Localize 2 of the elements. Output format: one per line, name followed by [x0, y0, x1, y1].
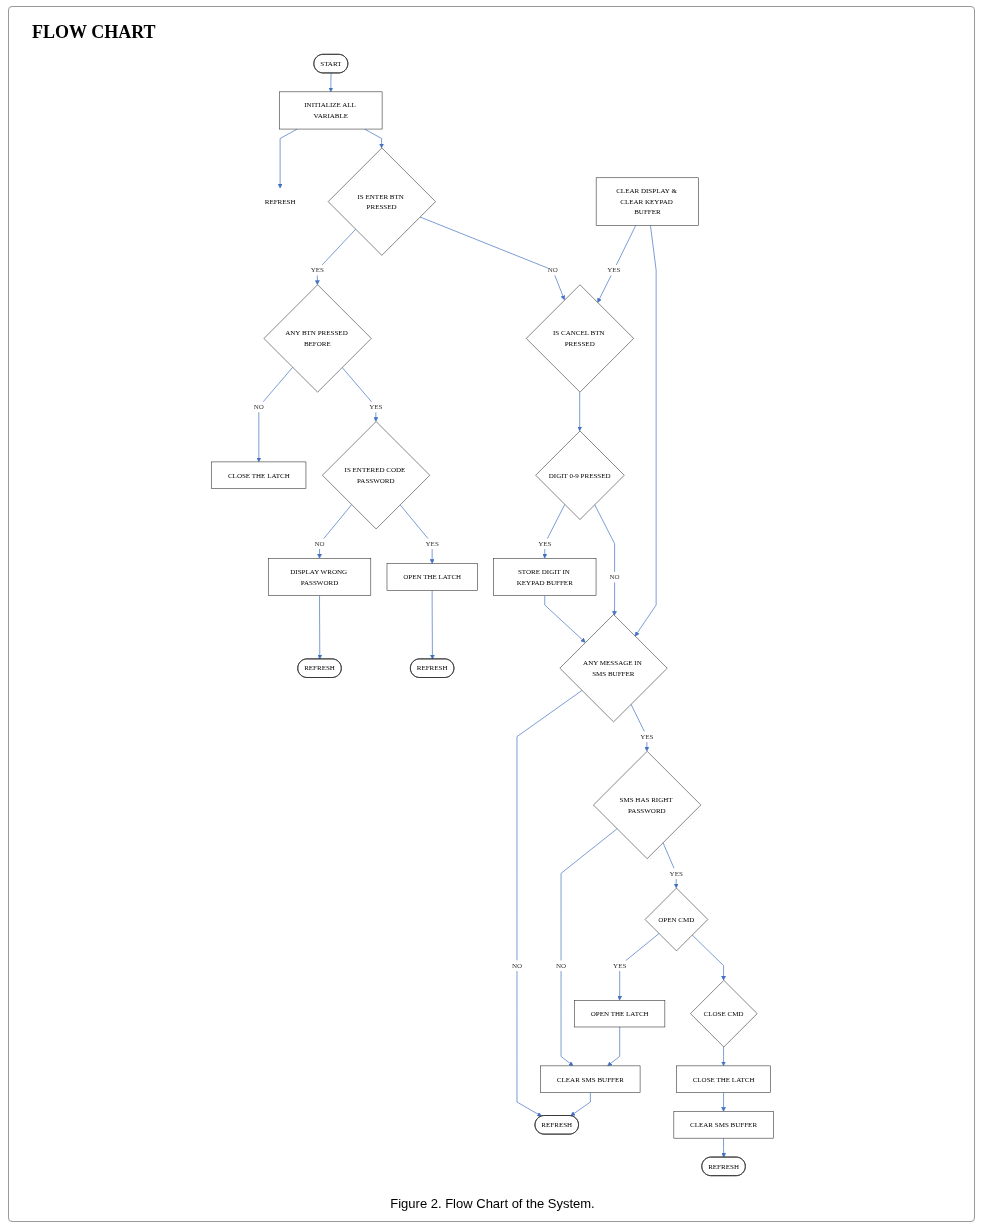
title: FLOW CHART	[32, 22, 156, 43]
caption: Figure 2. Flow Chart of the System.	[389, 1196, 596, 1211]
